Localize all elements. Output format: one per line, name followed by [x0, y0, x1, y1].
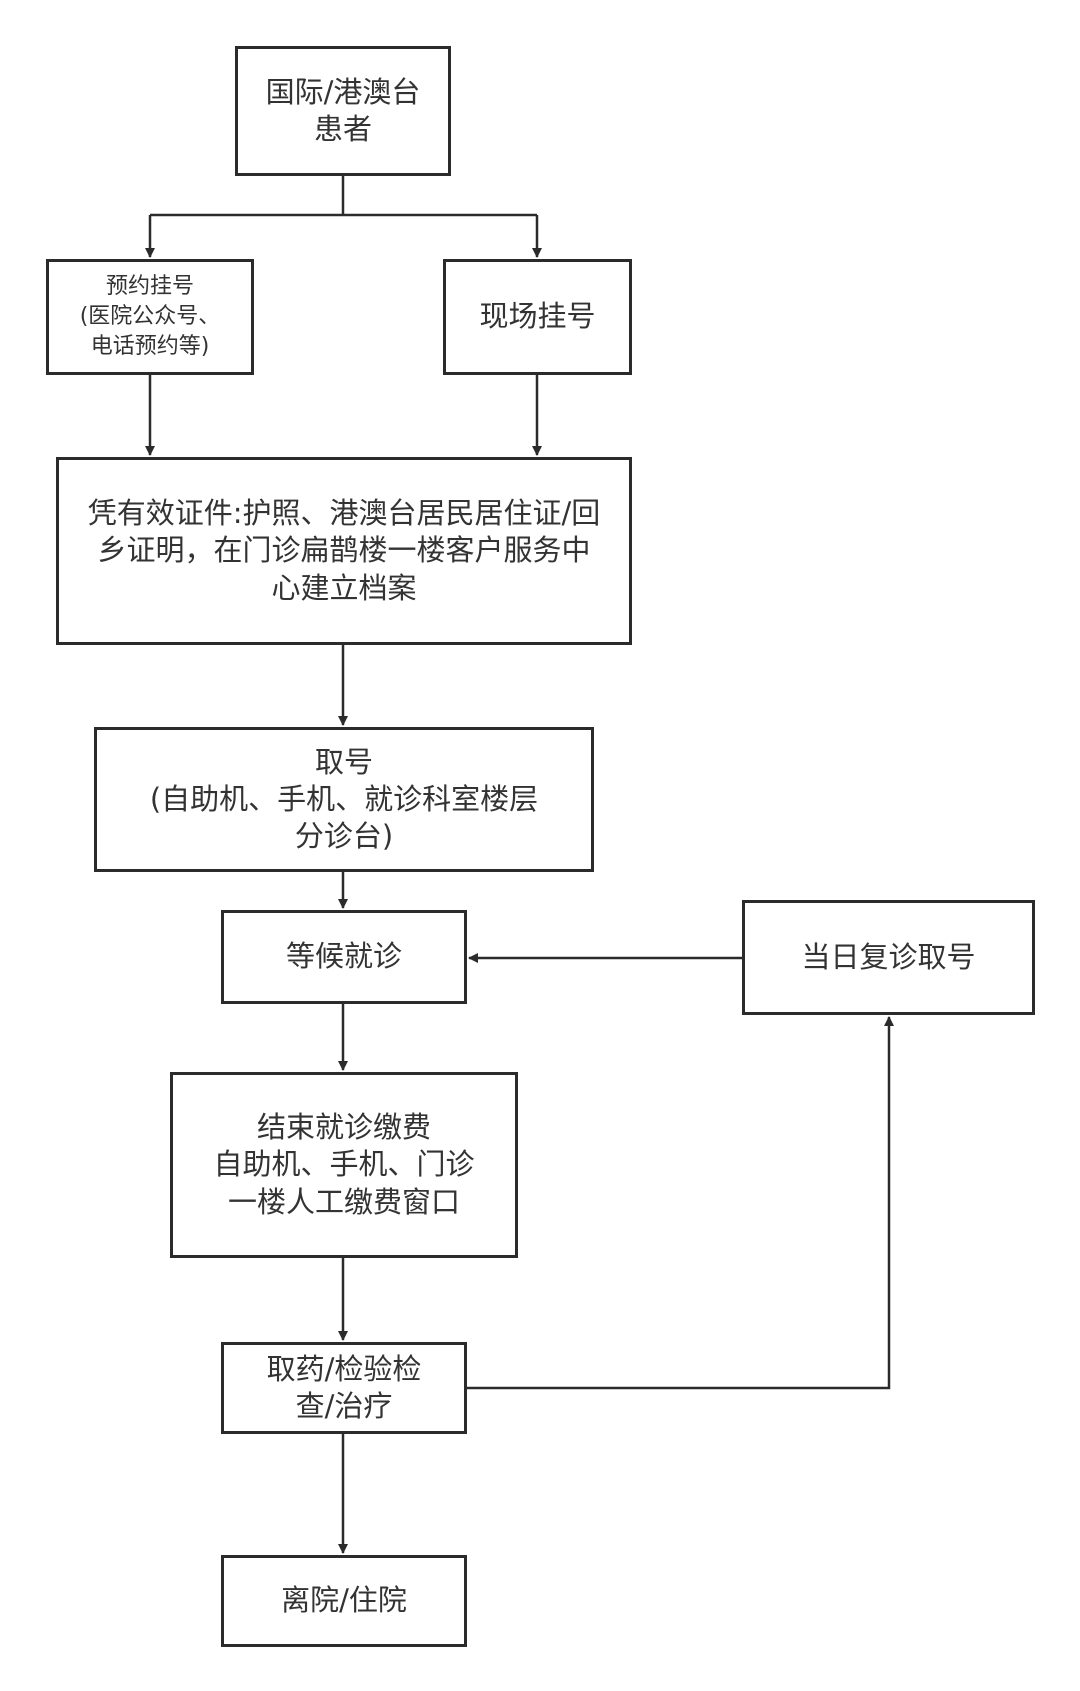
edge-patient-branch [150, 176, 537, 217]
node-ticket: 取号(自助机、手机、就诊科室楼层分诊台) [94, 727, 594, 872]
node-register: 凭有效证件:护照、港澳台居民居住证/回乡证明，在门诊扁鹊楼一楼客户服务中心建立档… [56, 457, 632, 645]
node-text: 心建立档案 [271, 570, 417, 605]
node-text: 离院/住院 [281, 1583, 407, 1618]
node-text: 自助机、手机、门诊 [213, 1147, 475, 1182]
edge-medicine-followup [467, 1016, 894, 1390]
node-text: 结束就诊缴费 [256, 1110, 431, 1145]
node-text: 分诊台) [294, 819, 394, 854]
node-text: 一楼人工缴费窗口 [227, 1184, 460, 1219]
node-text: 现场挂号 [479, 299, 596, 334]
node-text: 乡证明，在门诊扁鹊楼一楼客户服务中 [97, 533, 591, 568]
node-text: (自助机、手机、就诊科室楼层 [149, 781, 539, 816]
node-patient: 国际/港澳台患者 [235, 46, 451, 176]
node-text: 电话预约等) [90, 333, 210, 359]
node-appointment: 预约挂号 (医院公众号、电话预约等) [46, 259, 254, 375]
node-wait: 等候就诊 [221, 910, 467, 1004]
node-medicine: 取药/检验检查/治疗 [221, 1342, 467, 1434]
node-text: 患者 [313, 112, 372, 146]
node-leave: 离院/住院 [221, 1555, 467, 1647]
node-text: 预约挂号 [105, 274, 194, 300]
node-followup: 当日复诊取号 [742, 900, 1035, 1015]
node-onsite: 现场挂号 [443, 259, 632, 375]
node-text: (医院公众号、 [79, 304, 221, 330]
node-text: 取药/检验检 [266, 1351, 422, 1386]
node-text: 等候就诊 [285, 939, 402, 974]
node-text: 当日复诊取号 [801, 939, 976, 974]
node-text: 凭有效证件:护照、港澳台居民居住证/回 [87, 496, 601, 531]
node-payment: 结束就诊缴费自助机、手机、门诊一楼人工缴费窗口 [170, 1072, 518, 1258]
node-text: 国际/港澳台 [265, 74, 421, 109]
node-text: 查/治疗 [295, 1389, 393, 1423]
node-text: 取号 [314, 744, 373, 779]
